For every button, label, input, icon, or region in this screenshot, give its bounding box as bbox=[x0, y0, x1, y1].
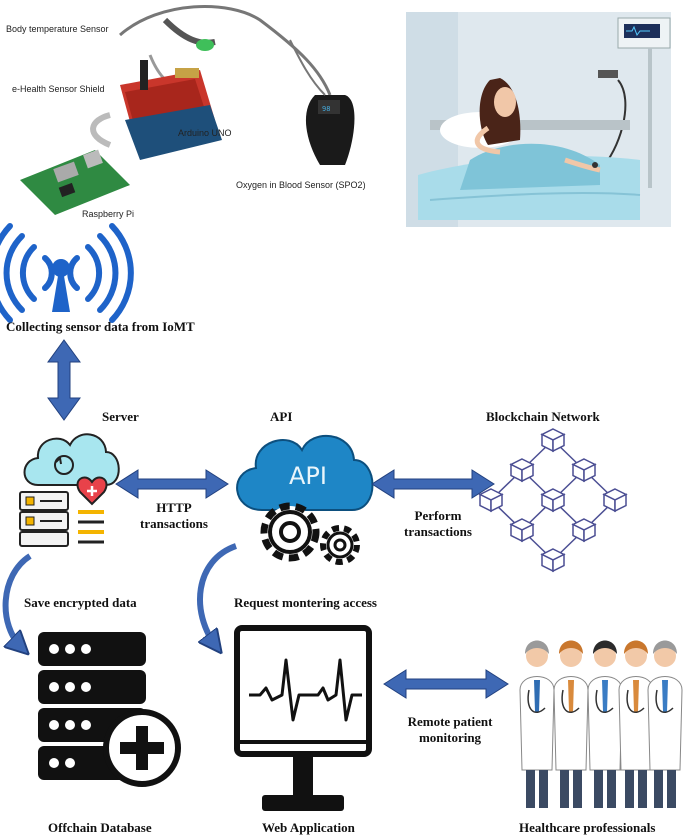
healthcare-professionals-label: Healthcare professionals bbox=[519, 820, 656, 835]
webapp-healthcare-arrow bbox=[383, 669, 509, 699]
blockchain-cube bbox=[509, 518, 535, 543]
wifi-antenna-icon bbox=[0, 223, 134, 323]
perform-line2: transactions bbox=[404, 524, 472, 539]
ehealth-shield-label: e-Health Sensor Shield bbox=[12, 84, 105, 94]
remote-monitoring-label: Remote patient monitoring bbox=[398, 714, 502, 746]
blockchain-cube bbox=[602, 488, 628, 513]
save-encrypted-label: Save encrypted data bbox=[24, 595, 137, 610]
blockchain-cube bbox=[540, 488, 566, 513]
blockchain-cube bbox=[478, 488, 504, 513]
cloud-server-icon bbox=[19, 433, 120, 547]
svg-text:98: 98 bbox=[322, 105, 330, 113]
server-label: Server bbox=[102, 409, 139, 424]
http-transactions-label: HTTP transactions bbox=[128, 500, 220, 532]
blockchain-cube bbox=[571, 458, 597, 483]
doctor-figure bbox=[647, 640, 683, 808]
blockchain-cube bbox=[571, 518, 597, 543]
doctor-figure bbox=[618, 640, 654, 808]
arduino-label: Arduino UNO bbox=[178, 128, 232, 138]
raspberry-pi-label: Raspberry Pi bbox=[82, 209, 135, 219]
body-temperature-sensor-label: Body temperature Sensor bbox=[6, 24, 109, 34]
doctor-figure bbox=[519, 640, 555, 808]
api-blockchain-arrow bbox=[371, 469, 495, 499]
server-db-curved-arrow bbox=[2, 553, 32, 648]
perform-transactions-label: Perform transactions bbox=[392, 508, 484, 540]
server-api-arrow bbox=[115, 469, 229, 499]
doctor-figure bbox=[587, 640, 623, 808]
offchain-database-label: Offchain Database bbox=[48, 820, 152, 835]
blockchain-cubes-icon bbox=[478, 428, 628, 573]
blockchain-network-label: Blockchain Network bbox=[486, 409, 600, 424]
database-plus-icon bbox=[38, 632, 181, 787]
web-application-label: Web Application bbox=[262, 820, 355, 835]
api-cloud-gears-icon: API bbox=[236, 434, 374, 565]
doctor-figure bbox=[553, 640, 589, 808]
iomt-server-arrow bbox=[47, 339, 81, 421]
blockchain-cube bbox=[540, 548, 566, 573]
blockchain-cube bbox=[509, 458, 535, 483]
api-label: API bbox=[270, 409, 293, 424]
perform-line1: Perform bbox=[414, 508, 462, 523]
http-line1: HTTP bbox=[156, 500, 192, 515]
api-webapp-curved-arrow bbox=[197, 543, 238, 646]
blockchain-cube bbox=[540, 428, 566, 453]
doctors-group-icon bbox=[519, 640, 683, 808]
collecting-data-label: Collecting sensor data from IoMT bbox=[6, 319, 195, 334]
spo2-sensor-label: Oxygen in Blood Sensor (SPO2) bbox=[236, 180, 366, 190]
api-icon-text: API bbox=[289, 462, 327, 490]
http-line2: transactions bbox=[140, 516, 208, 531]
remote-line2: monitoring bbox=[418, 730, 482, 745]
heartbeat-monitor-icon bbox=[234, 625, 372, 811]
request-access-label: Request montering access bbox=[234, 595, 377, 610]
remote-line1: Remote patient bbox=[407, 714, 493, 729]
antenna-mast-icon bbox=[52, 259, 70, 312]
